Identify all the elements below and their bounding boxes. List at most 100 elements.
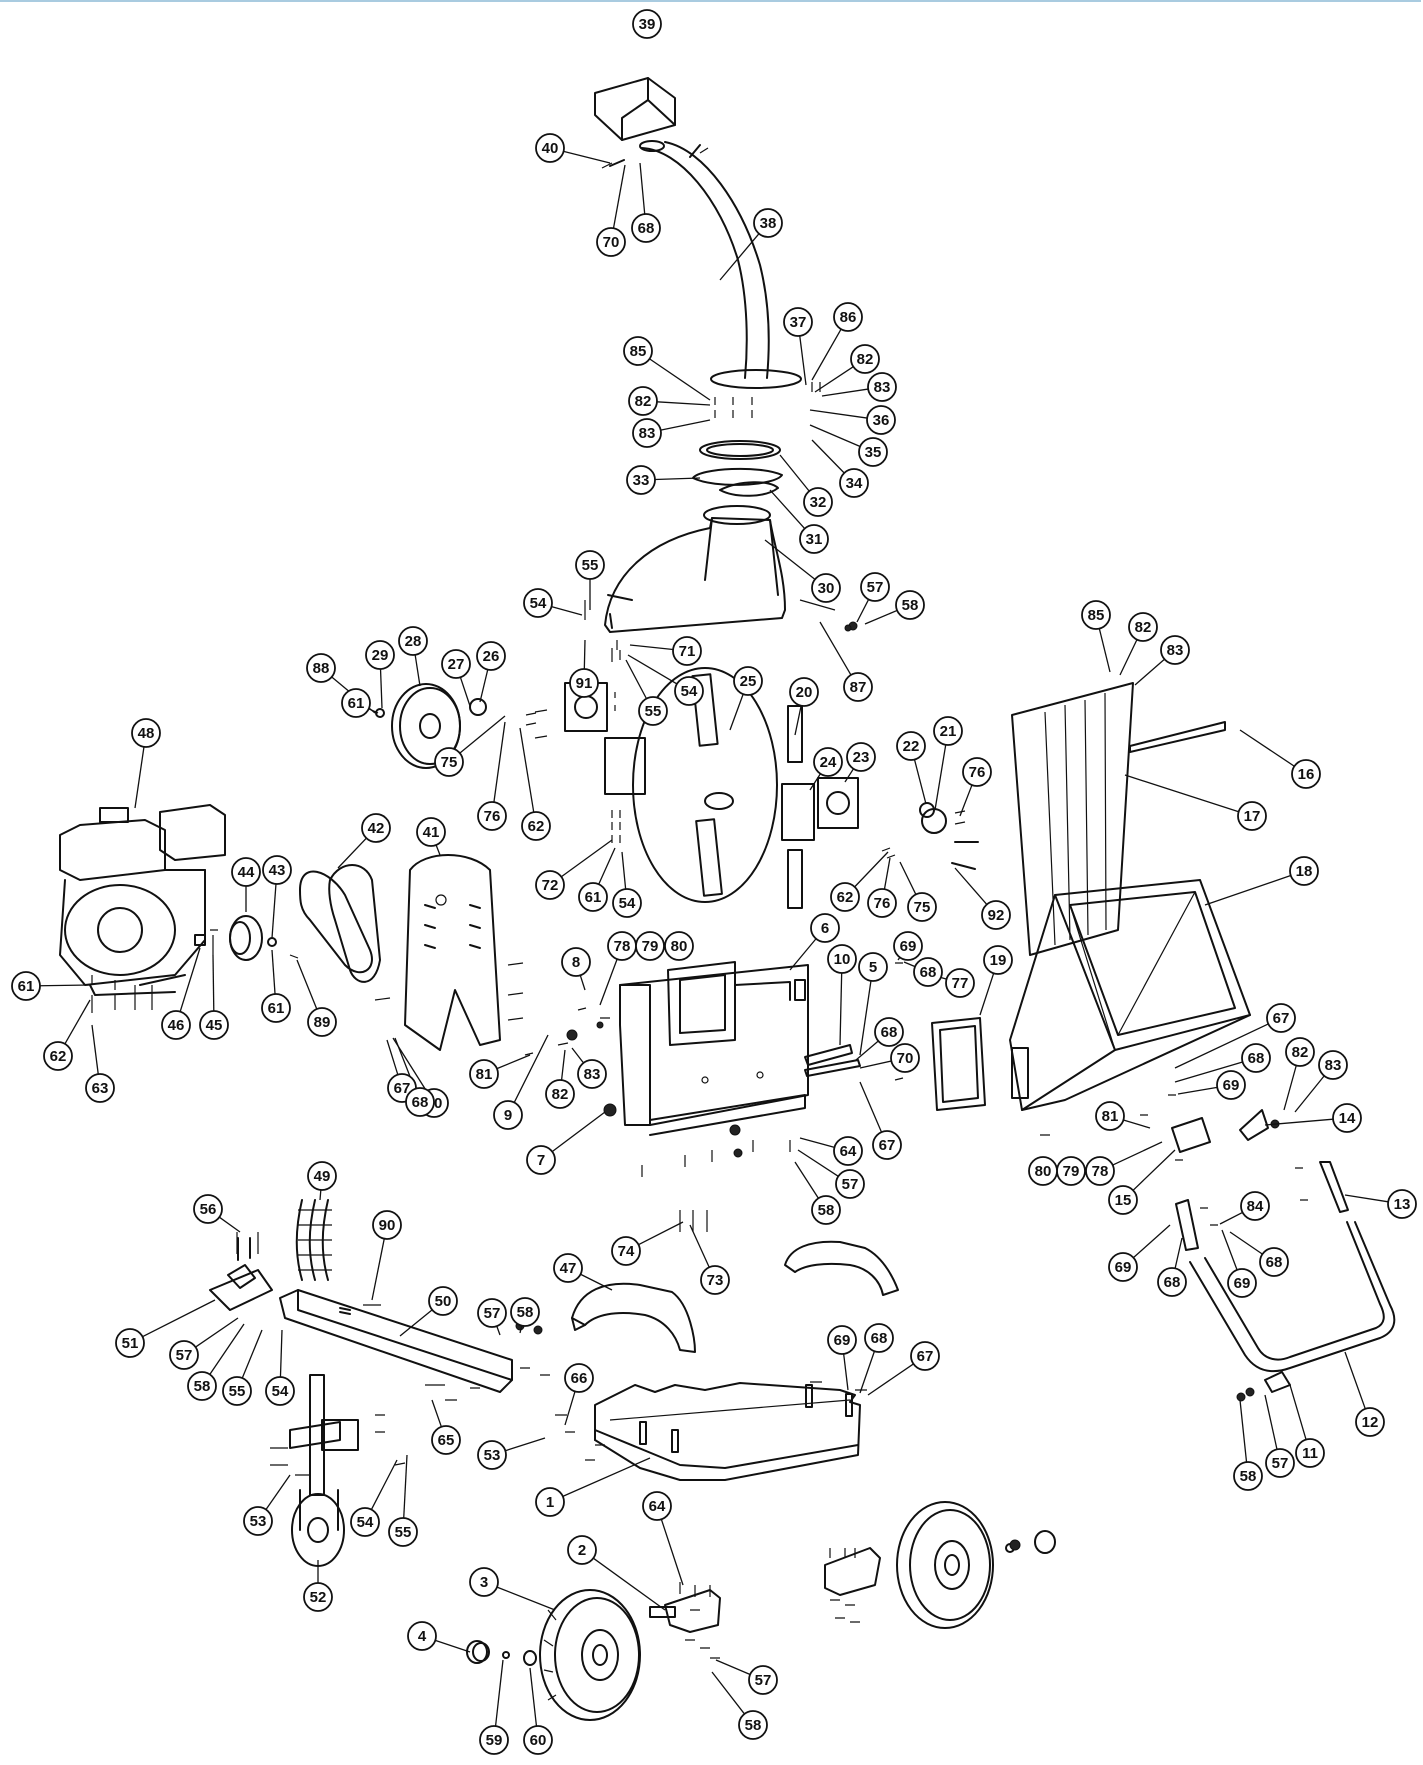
- leader-line-5: [859, 980, 872, 1056]
- callout-number: 54: [272, 1383, 289, 1400]
- callout-number: 8: [572, 954, 580, 971]
- callout-circle: [890, 1043, 920, 1073]
- callout-circle: [169, 1340, 199, 1370]
- leader-line-53: [505, 1437, 546, 1452]
- callout-50: 50: [428, 1286, 458, 1316]
- gasket-frame-part: [931, 1017, 986, 1111]
- callout-number: 62: [528, 818, 545, 835]
- leader-line-12: [1344, 1351, 1366, 1410]
- callout-number: 64: [649, 1498, 666, 1515]
- leader-line-69: [843, 1353, 849, 1391]
- callout-37: 37: [783, 307, 813, 337]
- callout-number: 64: [840, 1143, 857, 1160]
- fan-housing-part: [604, 517, 786, 633]
- leader-line-9: [513, 1034, 549, 1103]
- callout-circle: [1332, 1103, 1362, 1133]
- callout-78: 78: [1085, 1156, 1115, 1186]
- callout-number: 34: [846, 475, 863, 492]
- leader-line-61: [368, 708, 379, 714]
- bearing-right-part: [919, 802, 979, 870]
- callout-number: 4: [418, 1628, 427, 1645]
- callout-number: 80: [1035, 1163, 1052, 1180]
- callout-circle: [913, 957, 943, 987]
- leader-line-35: [809, 424, 861, 448]
- callout-42: 42: [361, 813, 391, 843]
- leader-line-22: [913, 759, 927, 805]
- callout-circle: [526, 1145, 556, 1175]
- callout-39: 39: [632, 9, 662, 39]
- callout-circle: [398, 626, 428, 656]
- callout-number: 75: [441, 754, 458, 771]
- callout-62: 62: [43, 1041, 73, 1071]
- leader-line-17: [1124, 774, 1239, 813]
- callout-number: 61: [348, 695, 365, 712]
- leader-line-55: [625, 659, 648, 699]
- callout-number: 80: [671, 938, 688, 955]
- callout-number: 57: [176, 1347, 193, 1364]
- leader-line-38: [719, 233, 760, 281]
- callout-71: 71: [672, 636, 702, 666]
- leader-line-58: [864, 609, 898, 625]
- safety-chain-part: [295, 1199, 332, 1281]
- callout-83: 83: [632, 418, 662, 448]
- callout-13: 13: [1387, 1189, 1417, 1219]
- callout-number: 44: [238, 864, 255, 881]
- callout-number: 84: [1247, 1198, 1264, 1215]
- callout-number: 70: [897, 1050, 914, 1067]
- leader-line-57: [195, 1317, 239, 1348]
- callout-number: 55: [645, 703, 662, 720]
- callout-61: 61: [578, 882, 608, 912]
- callout-circle: [635, 931, 665, 961]
- callout-circle: [431, 1425, 461, 1455]
- callout-circle: [479, 1725, 509, 1755]
- callout-20: 20: [789, 677, 819, 707]
- callout-number: 85: [1088, 607, 1105, 624]
- callout-number: 83: [1167, 642, 1184, 659]
- callout-number: 24: [820, 754, 837, 771]
- callout-circle: [674, 676, 704, 706]
- callout-circle: [441, 649, 471, 679]
- callout-number: 19: [990, 952, 1007, 969]
- callout-83: 83: [1160, 635, 1190, 665]
- callout-circle: [1157, 1267, 1187, 1297]
- callout-circle: [361, 813, 391, 843]
- callout-66: 66: [564, 1363, 594, 1393]
- callout-number: 68: [412, 1094, 429, 1111]
- leader-line-91: [583, 639, 586, 670]
- callout-number: 62: [837, 889, 854, 906]
- callout-number: 57: [755, 1672, 772, 1689]
- leader-line-27: [459, 677, 471, 707]
- callout-circle: [864, 1323, 894, 1353]
- callout-4: 4: [407, 1621, 437, 1651]
- callout-circle: [545, 1079, 575, 1109]
- callout-47: 47: [553, 1253, 583, 1283]
- callout-number: 71: [679, 643, 696, 660]
- leader-line-83: [660, 419, 711, 431]
- callout-76: 76: [867, 888, 897, 918]
- callout-circle: [783, 307, 813, 337]
- leader-line-68: [1174, 1237, 1183, 1269]
- callout-circle: [365, 640, 395, 670]
- callout-45: 45: [199, 1010, 229, 1040]
- callout-number: 9: [504, 1107, 512, 1124]
- callout-circle: [115, 1328, 145, 1358]
- chute-cap-part: [594, 77, 676, 141]
- leader-line-53: [265, 1474, 291, 1510]
- leader-line-64: [660, 1519, 684, 1586]
- callout-91: 91: [569, 668, 599, 698]
- leader-line-56: [218, 1216, 241, 1233]
- feed-hopper-part: [1009, 879, 1251, 1111]
- callout-19: 19: [983, 945, 1013, 975]
- callout-number: 40: [542, 140, 559, 157]
- callout-68: 68: [631, 213, 661, 243]
- callout-number: 81: [1102, 1108, 1119, 1125]
- callout-number: 83: [874, 379, 891, 396]
- callout-76: 76: [962, 757, 992, 787]
- callout-60: 60: [523, 1725, 553, 1755]
- callout-70: 70: [596, 227, 626, 257]
- callout-circle: [813, 747, 843, 777]
- leader-line-83: [571, 1047, 584, 1064]
- leader-line-92: [954, 867, 988, 905]
- callout-circle: [1233, 1461, 1263, 1491]
